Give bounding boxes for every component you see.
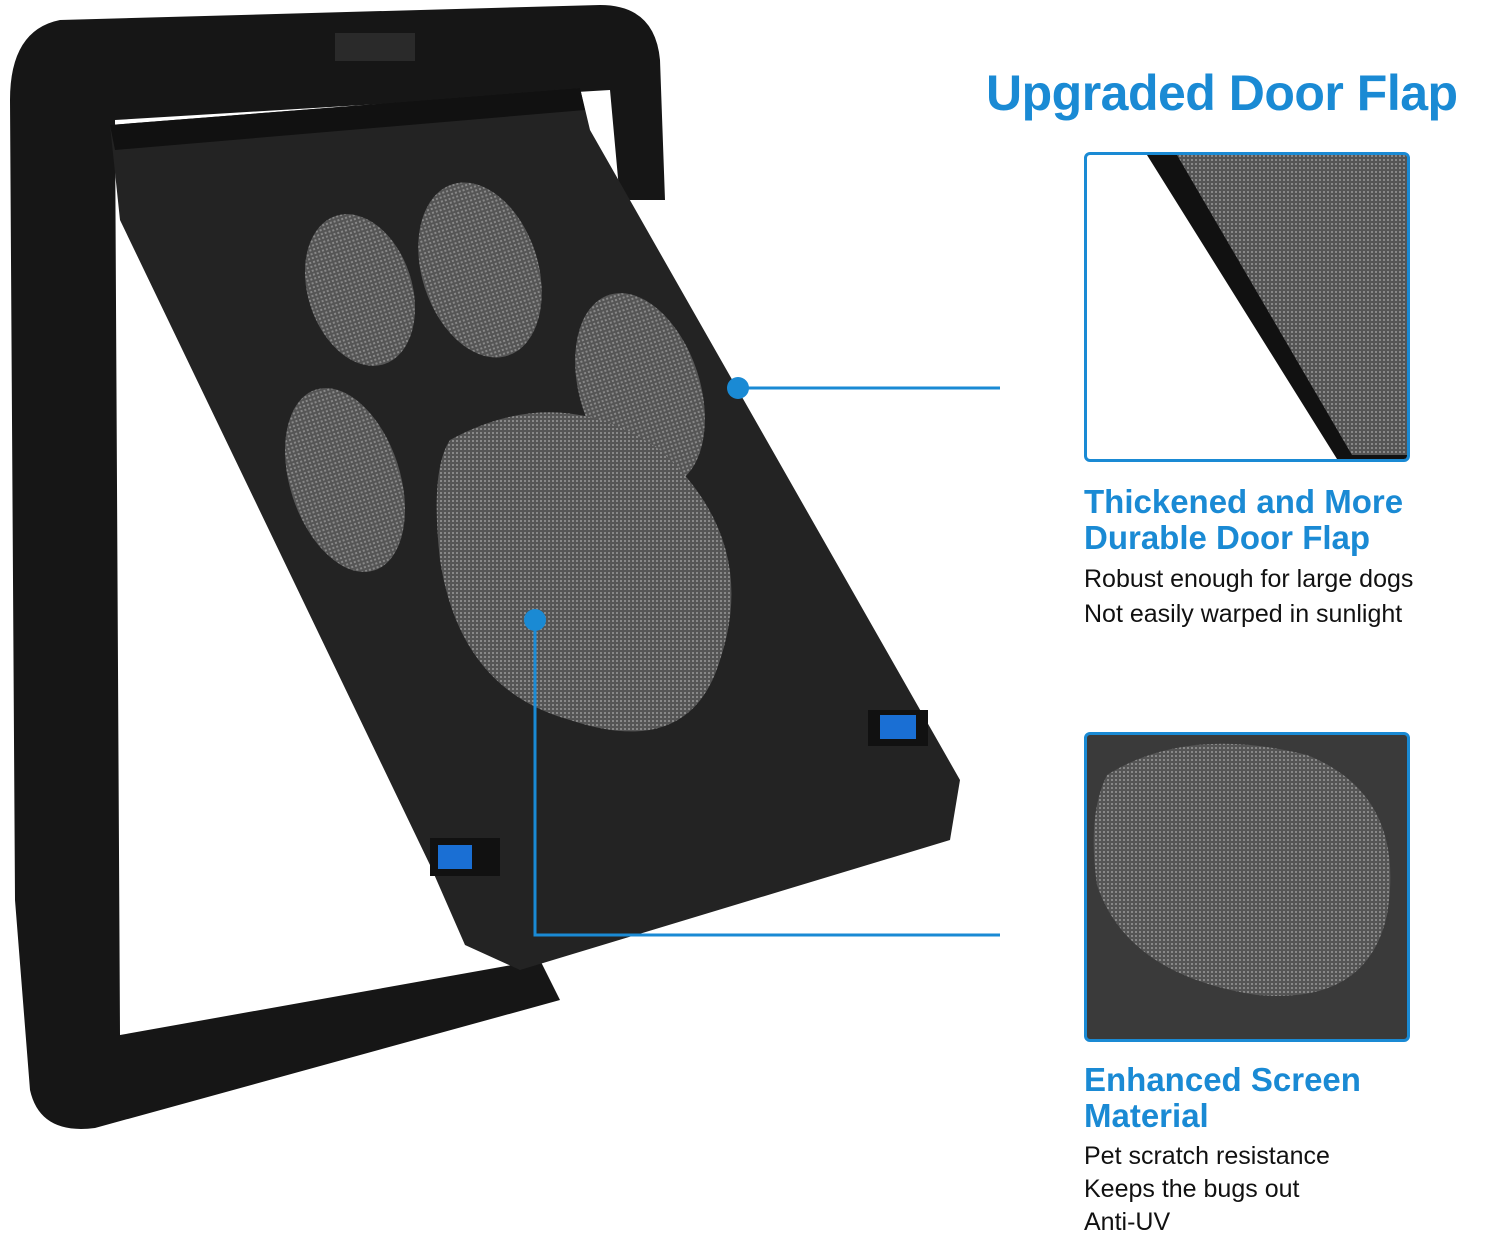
description-line: Keeps the bugs out xyxy=(1084,1175,1300,1203)
heading-line: Material xyxy=(1084,1097,1209,1134)
feature-heading-screen: Enhanced Screen Material xyxy=(1084,1062,1361,1134)
description-line: Anti-UV xyxy=(1084,1208,1171,1236)
feature-description-screen: Pet scratch resistance Keeps the bugs ou… xyxy=(1084,1140,1330,1239)
description-line: Robust enough for large dogs xyxy=(1084,565,1414,593)
heading-line: Enhanced Screen xyxy=(1084,1061,1361,1098)
lock-switches xyxy=(430,710,928,876)
page-title: Upgraded Door Flap xyxy=(986,65,1458,121)
pet-door-product-image xyxy=(10,5,1000,1129)
paw-print-mesh xyxy=(285,182,732,732)
description-line: Pet scratch resistance xyxy=(1084,1142,1330,1170)
description-line: Not easily warped in sunlight xyxy=(1084,600,1403,628)
flap-closeup-image xyxy=(1084,152,1410,462)
door-frame xyxy=(10,5,665,1129)
callout-markers xyxy=(524,377,749,631)
heading-line: Durable Door Flap xyxy=(1084,519,1371,556)
heading-line: Thickened and More xyxy=(1084,483,1404,520)
callout-lines xyxy=(533,386,1000,937)
feature-description-flap: Robust enough for large dogs Not easily … xyxy=(1084,562,1413,632)
feature-heading-flap: Thickened and More Durable Door Flap xyxy=(1084,484,1403,556)
screen-closeup-image xyxy=(1084,732,1410,1042)
